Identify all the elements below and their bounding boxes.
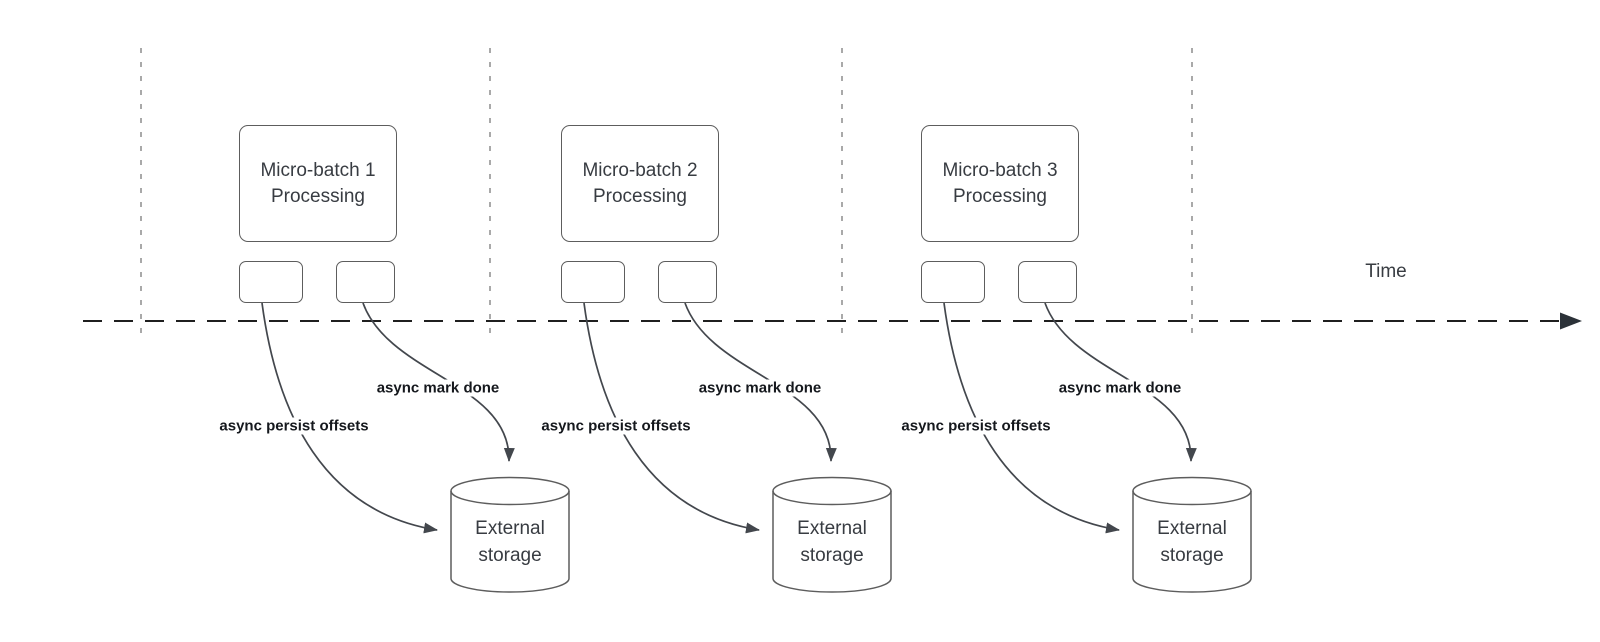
- mark-done-label: async mark done: [374, 379, 502, 397]
- processing-box: Micro-batch 2 Processing: [561, 125, 719, 242]
- external-storage-cylinder-lid: [450, 490, 570, 506]
- external-storage-label: External storage: [797, 518, 867, 566]
- persist-offsets-label: async persist offsets: [217, 417, 371, 435]
- mark-done-label: async mark done: [696, 379, 824, 397]
- mark-done-label: async mark done: [1056, 379, 1184, 397]
- micro-batch-group-3: Micro-batch 3 Processing async persist o…: [899, 0, 1266, 642]
- group-2-shapes: [583, 302, 892, 593]
- time-axis-arrowhead-icon: [1560, 312, 1582, 330]
- persist-offsets-edge: [261, 302, 438, 534]
- external-storage-cylinder: [1132, 476, 1252, 593]
- mark-done-task-box: [336, 261, 395, 303]
- micro-batch-group-1: Micro-batch 1 Processing async persist o…: [217, 0, 584, 642]
- external-storage-label: External storage: [475, 518, 545, 566]
- processing-box: Micro-batch 3 Processing: [921, 125, 1079, 242]
- persist-offsets-edge: [943, 302, 1120, 534]
- persist-offsets-task-box: [561, 261, 625, 303]
- external-storage-cylinder-lid: [772, 490, 892, 506]
- persist-offsets-task-box: [239, 261, 303, 303]
- persist-offsets-label: async persist offsets: [539, 417, 693, 435]
- external-storage-label: External storage: [1157, 518, 1227, 566]
- micro-batch-group-2: Micro-batch 2 Processing async persist o…: [539, 0, 906, 642]
- external-storage-cylinder: [772, 476, 892, 593]
- processing-box: Micro-batch 1 Processing: [239, 125, 397, 242]
- mark-done-task-box: [1018, 261, 1077, 303]
- persist-offsets-edge: [583, 302, 760, 534]
- persist-offsets-label: async persist offsets: [899, 417, 1053, 435]
- external-storage-cylinder: [450, 476, 570, 593]
- time-axis-label: Time: [1365, 261, 1407, 282]
- mark-done-task-box: [658, 261, 717, 303]
- external-storage-cylinder-lid: [1132, 490, 1252, 506]
- persist-offsets-task-box: [921, 261, 985, 303]
